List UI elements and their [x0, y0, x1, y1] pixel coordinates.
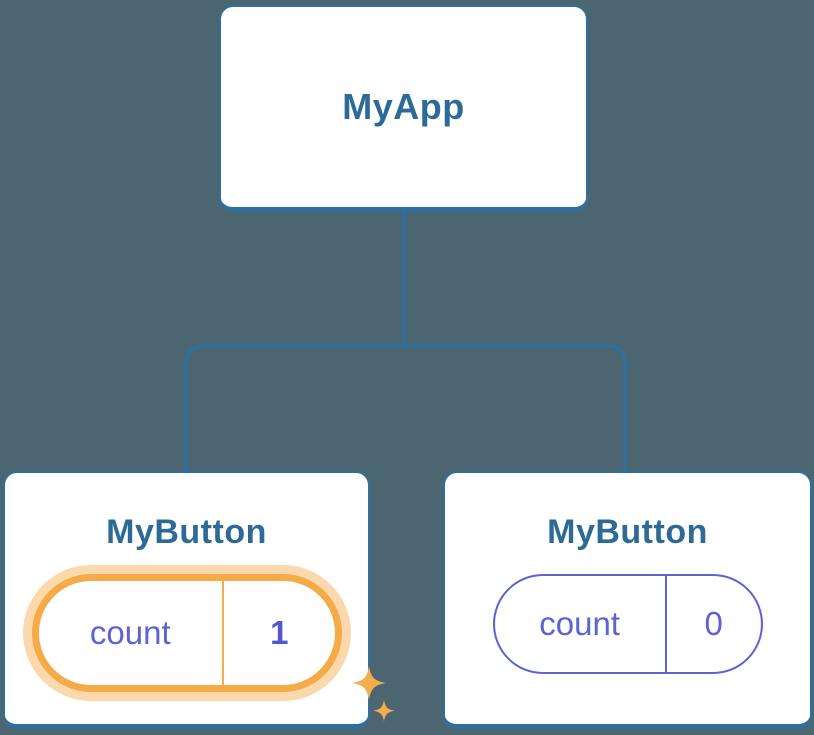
- pill-divider: [664, 576, 667, 672]
- node-mybutton-1: MyButton count 1: [3, 471, 395, 729]
- node-myapp: MyApp: [219, 5, 588, 212]
- node-title: MyButton: [547, 513, 708, 551]
- state-pill-highlighted: count 1: [31, 574, 342, 692]
- state-value: 0: [704, 605, 723, 642]
- node-mybutton-2: MyButton count 0: [443, 471, 812, 729]
- node-title: MyApp: [342, 86, 465, 127]
- state-value: 1: [270, 614, 289, 651]
- node-title: MyButton: [106, 513, 267, 551]
- state-key-label: count: [89, 614, 171, 651]
- pill-divider: [222, 581, 225, 685]
- state-pill-zone: count 0: [492, 574, 763, 674]
- state-key-label: count: [539, 605, 620, 642]
- state-pill-zone: count 1: [31, 574, 395, 722]
- state-pill-plain: count 0: [492, 574, 763, 674]
- connector-branch: [184, 344, 627, 471]
